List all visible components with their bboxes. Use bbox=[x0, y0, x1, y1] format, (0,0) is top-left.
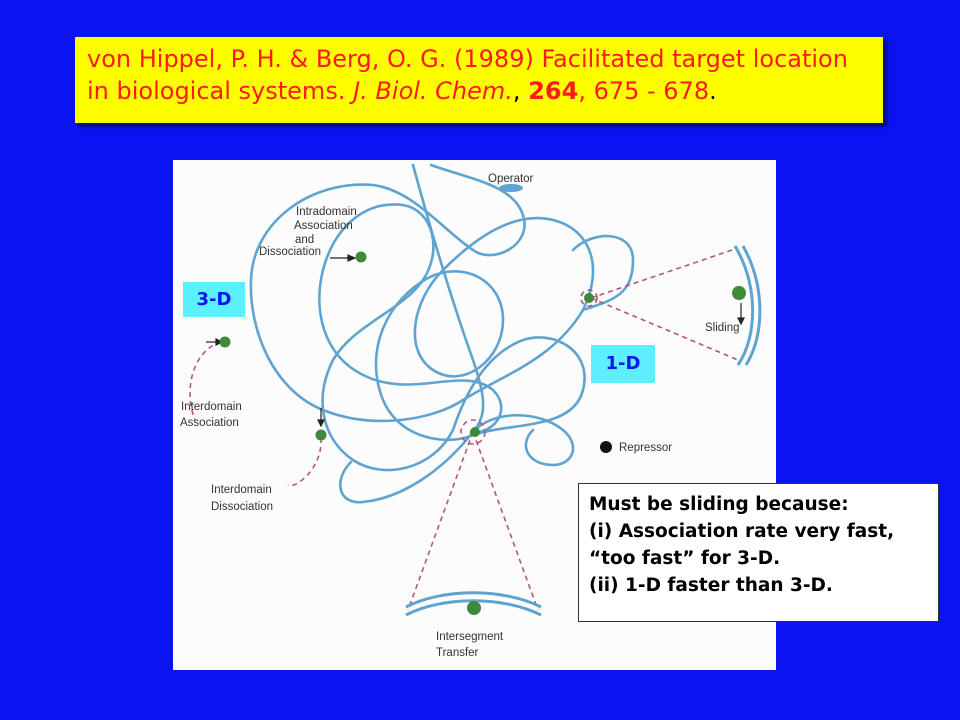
intradomain-label-4: Dissociation bbox=[259, 246, 321, 258]
repressor-label: Repressor bbox=[619, 442, 673, 454]
sliding-dna-arc bbox=[733, 245, 762, 366]
citation-box: von Hippel, P. H. & Berg, O. G. (1989) F… bbox=[75, 37, 883, 123]
dna-strand bbox=[249, 163, 635, 504]
interdomain-assoc-label-1: Interdomain bbox=[181, 401, 242, 413]
repressor-proteins bbox=[219, 251, 746, 615]
citation-sep: , bbox=[512, 77, 521, 105]
note-line-3: “too fast” for 3-D. bbox=[589, 548, 781, 569]
interdomain-dissoc-label-1: Interdomain bbox=[211, 484, 272, 496]
interdomain-assoc-label-2: Association bbox=[180, 417, 239, 429]
intersegment-dna-arc bbox=[405, 591, 542, 617]
note-line-2: (i) Association rate very fast, bbox=[589, 521, 895, 542]
citation-authors: von Hippel, P. H. & Berg, O. G. (1989) F… bbox=[87, 45, 848, 105]
intradomain-label-1: Intradomain bbox=[296, 206, 357, 218]
citation-pages: , 675 - 678 bbox=[578, 77, 710, 105]
citation-end: . bbox=[709, 77, 717, 105]
sliding-label: Sliding bbox=[705, 322, 740, 334]
intradomain-label-3: and bbox=[295, 234, 315, 246]
note-line-1: Must be sliding because: bbox=[589, 494, 849, 515]
dna-diagram bbox=[189, 163, 762, 617]
one-d-tag: 1-D bbox=[591, 345, 655, 383]
arrows bbox=[206, 254, 745, 428]
intradomain-label-2: Association bbox=[294, 220, 353, 232]
three-d-tag: 3-D bbox=[183, 282, 245, 317]
note-line-4: (ii) 1-D faster than 3-D. bbox=[589, 575, 833, 596]
operator-site bbox=[499, 184, 523, 192]
citation-volume: 264 bbox=[528, 77, 579, 105]
citation-journal: J. Biol. Chem. bbox=[353, 77, 513, 105]
operator-label: Operator bbox=[488, 173, 534, 185]
intersegment-label-2: Transfer bbox=[436, 647, 479, 659]
sliding-reasoning-box: Must be sliding because: (i) Association… bbox=[578, 483, 939, 622]
interdomain-dissoc-label-2: Dissociation bbox=[211, 501, 273, 513]
intersegment-label-1: Intersegment bbox=[436, 631, 504, 643]
dashed-paths bbox=[189, 247, 739, 611]
